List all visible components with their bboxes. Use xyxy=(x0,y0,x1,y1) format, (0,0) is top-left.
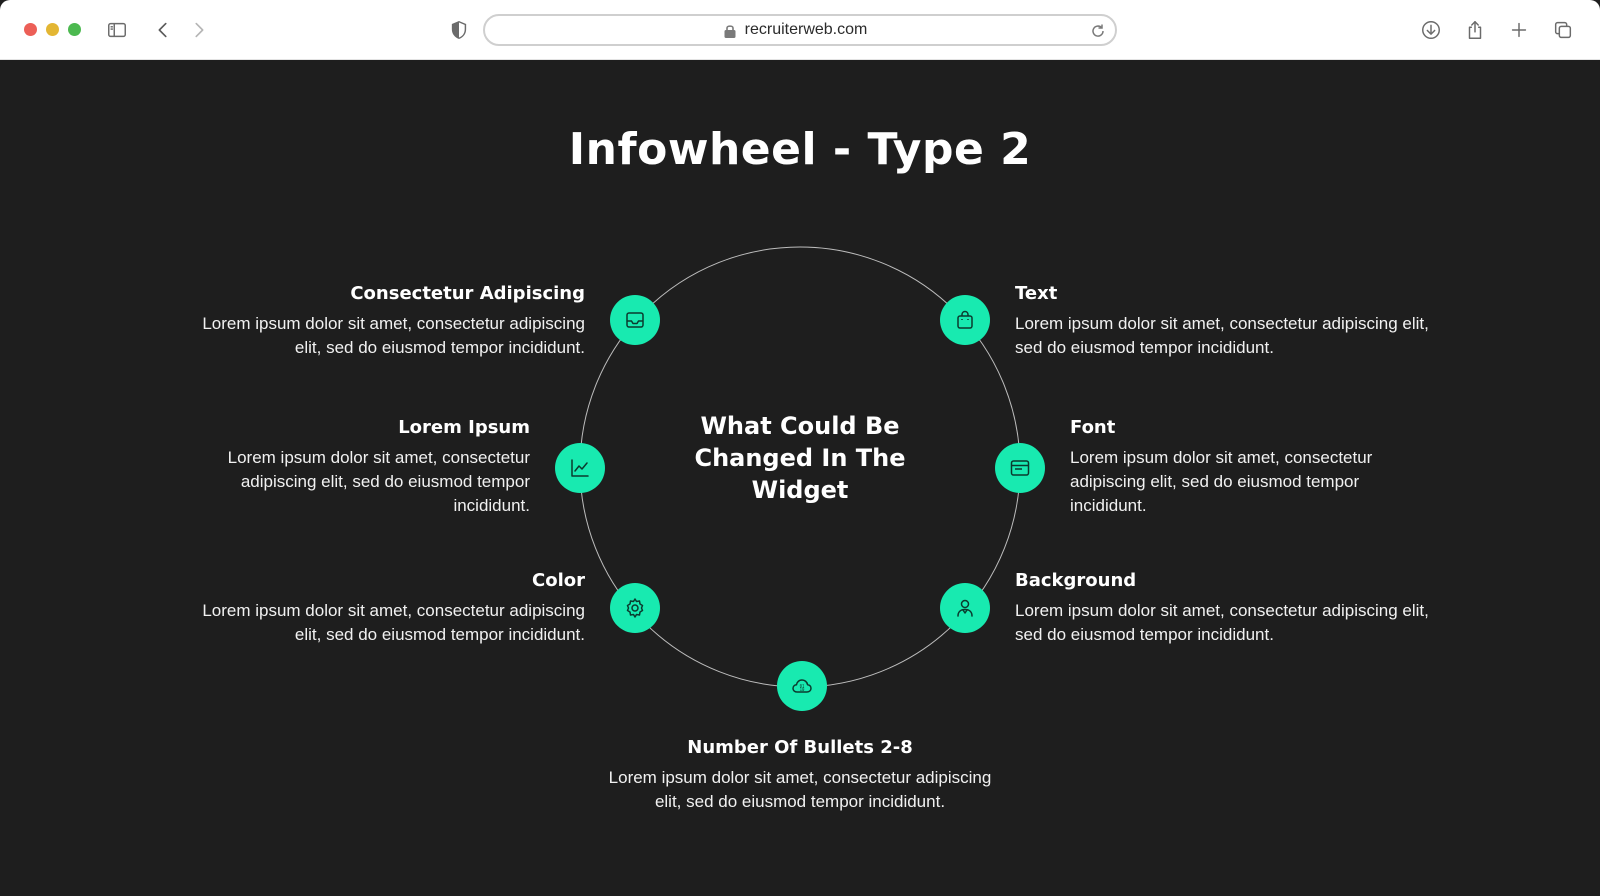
gear-icon xyxy=(626,598,644,618)
page-title: Infowheel - Type 2 xyxy=(568,124,1032,175)
new-tab-icon[interactable] xyxy=(1507,18,1531,42)
address-bar[interactable]: recruiterweb.com xyxy=(483,14,1117,46)
item-lorem-ipsum: Lorem Ipsum Lorem ipsum dolor sit amet, … xyxy=(200,416,530,518)
inbox-icon xyxy=(626,312,644,328)
zoom-window-button[interactable] xyxy=(68,23,81,36)
url-text: recruiterweb.com xyxy=(744,21,868,38)
gear-node[interactable] xyxy=(610,583,660,633)
item-title: Font xyxy=(1070,417,1116,438)
minimize-window-button[interactable] xyxy=(46,23,59,36)
item-title: Number Of Bullets 2-8 xyxy=(687,737,913,758)
inbox-node[interactable] xyxy=(610,295,660,345)
item-title: Text xyxy=(1015,283,1058,304)
sidebar-toggle-icon[interactable] xyxy=(105,18,129,42)
item-title: Lorem Ipsum xyxy=(398,417,530,438)
line-chart-icon xyxy=(571,459,589,477)
item-description: Lorem ipsum dolor sit amet, consectetur … xyxy=(202,601,585,644)
item-font: Font Lorem ipsum dolor sit amet, consect… xyxy=(1070,416,1400,518)
tabs-overview-icon[interactable] xyxy=(1551,18,1575,42)
svg-text:01: 01 xyxy=(800,684,805,689)
reload-icon[interactable] xyxy=(1089,22,1107,40)
item-title: Consectetur Adipiscing xyxy=(350,283,585,304)
item-description: Lorem ipsum dolor sit amet, consectetur … xyxy=(202,314,585,357)
share-icon[interactable] xyxy=(1463,18,1487,42)
browser-window-icon xyxy=(1010,460,1030,476)
user-icon xyxy=(957,599,973,617)
item-description: Lorem ipsum dolor sit amet, consectetur … xyxy=(1070,448,1373,515)
shield-icon[interactable] xyxy=(447,18,471,42)
browser-toolbar: recruiterweb.com xyxy=(0,0,1600,60)
shopping-bag-node[interactable] xyxy=(940,295,990,345)
download-icon[interactable] xyxy=(1419,18,1443,42)
user-node[interactable] xyxy=(940,583,990,633)
shopping-bag-icon xyxy=(957,310,973,329)
item-description: Lorem ipsum dolor sit amet, consectetur … xyxy=(1015,601,1429,644)
wheel-center-text: What Could Be Changed In The Widget xyxy=(694,412,906,504)
item-description: Lorem ipsum dolor sit amet, consectetur … xyxy=(1015,314,1429,357)
forward-icon[interactable] xyxy=(187,18,211,42)
item-number-of-bullets: Number Of Bullets 2-8 Lorem ipsum dolor … xyxy=(595,736,1005,814)
item-text: Text Lorem ipsum dolor sit amet, consect… xyxy=(1015,282,1430,360)
item-color: Color Lorem ipsum dolor sit amet, consec… xyxy=(175,569,585,647)
line-chart-node[interactable] xyxy=(555,443,605,493)
svg-text:10: 10 xyxy=(800,687,805,692)
back-icon[interactable] xyxy=(151,18,175,42)
item-title: Color xyxy=(532,570,585,591)
close-window-button[interactable] xyxy=(24,23,37,36)
lock-icon xyxy=(724,25,736,38)
item-consectetur-adipiscing: Consectetur Adipiscing Lorem ipsum dolor… xyxy=(175,282,585,360)
item-background: Background Lorem ipsum dolor sit amet, c… xyxy=(1015,569,1430,647)
item-description: Lorem ipsum dolor sit amet, consectetur … xyxy=(608,768,992,811)
item-description: Lorem ipsum dolor sit amet, consectetur … xyxy=(227,448,530,515)
item-title: Background xyxy=(1015,570,1137,591)
browser-window-node[interactable] xyxy=(995,443,1045,493)
